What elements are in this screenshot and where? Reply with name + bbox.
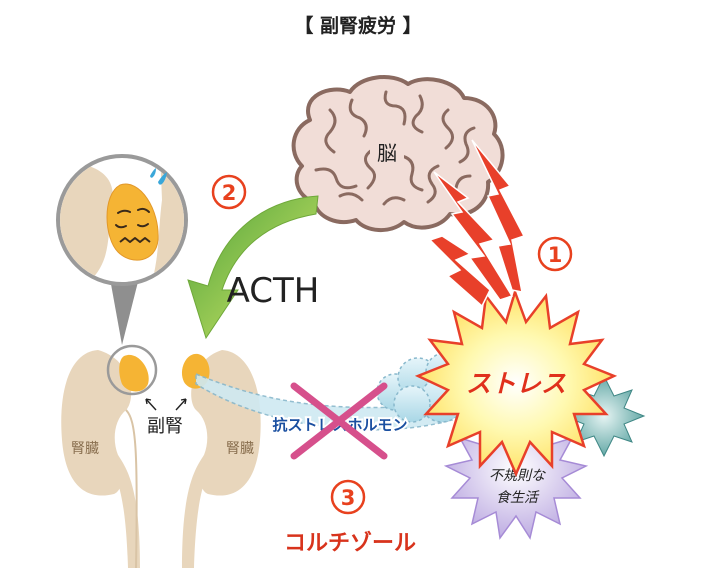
svg-text:2: 2	[222, 181, 237, 205]
adrenal-label: 副腎	[147, 416, 183, 437]
kidney-right-label: 腎臓	[226, 441, 254, 457]
svg-text:3: 3	[341, 486, 356, 510]
svg-text:1: 1	[548, 243, 563, 267]
adrenal-left	[106, 344, 158, 396]
page-title: 【 副腎疲労 】	[294, 14, 421, 37]
kidney-left-label: 腎臓	[71, 441, 99, 457]
irregular-life-label-2: 食生活	[496, 490, 540, 506]
blocked-cross	[290, 382, 388, 460]
cortisol-label: コルチゾール	[284, 530, 416, 556]
step-2-marker: 2	[211, 174, 247, 210]
adrenal-pointer-arrows	[145, 398, 187, 411]
stress-signal-bolts	[428, 139, 526, 308]
stress-label: ストレス	[466, 369, 566, 398]
brain-label: 脳	[377, 141, 397, 165]
step-1-marker: 1	[537, 236, 573, 272]
sweat-drops-icon	[150, 168, 167, 185]
acth-arrow	[187, 195, 319, 340]
step-3-marker: 3	[330, 479, 366, 515]
brain-illustration: 脳	[291, 75, 505, 232]
stress-starburst	[414, 288, 618, 478]
acth-label: ACTH	[227, 271, 320, 311]
magnifier	[56, 154, 188, 345]
irregular-life-label-1: 不規則な	[489, 468, 546, 484]
